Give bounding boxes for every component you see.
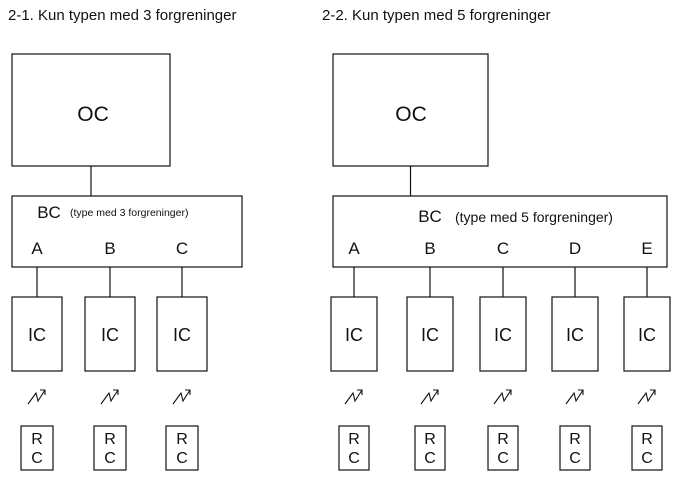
d2-rc-label-bottom-c: C	[497, 450, 509, 467]
d2-ic-label-d: IC	[566, 325, 584, 345]
d1-bc-box	[11, 195, 243, 268]
d2-ic-label-a: IC	[345, 325, 363, 345]
d2-rc-label-top-a: R	[348, 431, 360, 448]
d2-rc-box-e	[631, 425, 663, 471]
d1-ic-box-b	[84, 296, 136, 372]
d1-rc-label-top-b: R	[104, 431, 116, 448]
d2-branch-label-b: B	[424, 239, 435, 258]
d2-ic-box-d	[551, 296, 599, 372]
d1-wireless-signal-icon-a	[27, 389, 46, 405]
d1-ic-label-a: IC	[28, 325, 46, 345]
d1-rc-label-top-a: R	[31, 431, 43, 448]
d1-ic-label-b: IC	[101, 325, 119, 345]
d2-wireless-signal-icon-d	[565, 389, 584, 405]
d2-rc-box-c	[487, 425, 519, 471]
d1-rc-label-top-c: R	[176, 431, 188, 448]
d2-bc-note: (type med 5 forgreninger)	[455, 209, 613, 225]
d2-ic-label-e: IC	[638, 325, 656, 345]
d2-wireless-signal-icon-e	[637, 389, 656, 405]
d1-rc-box-b	[93, 425, 127, 471]
d2-ic-label-b: IC	[421, 325, 439, 345]
d1-branch-label-a: A	[31, 239, 43, 258]
d1-wireless-signal-icon-c	[172, 389, 191, 405]
d1-bc-note: (type med 3 forgreninger)	[70, 207, 188, 219]
d1-ic-label-c: IC	[173, 325, 191, 345]
d2-rc-label-top-b: R	[424, 431, 436, 448]
d2-wireless-signal-icon-a	[344, 389, 363, 405]
d2-rc-label-top-d: R	[569, 431, 581, 448]
d2-oc-box	[332, 53, 489, 167]
d1-rc-label-bottom-a: C	[31, 450, 43, 467]
d1-ic-box-a	[11, 296, 63, 372]
d1-rc-label-bottom-b: C	[104, 450, 116, 467]
d2-rc-box-a	[338, 425, 370, 471]
d2-branch-label-d: D	[569, 239, 581, 258]
d2-rc-label-bottom-e: C	[641, 450, 653, 467]
d2-oc-label: OC	[395, 103, 427, 126]
d2-branch-label-a: A	[348, 239, 360, 258]
diagram-2-title: 2-2. Kun typen med 5 forgreninger	[322, 7, 551, 24]
d1-bc-label: BC	[37, 203, 61, 222]
d2-rc-label-bottom-d: C	[569, 450, 581, 467]
d1-branch-label-c: C	[176, 239, 188, 258]
d1-rc-box-c	[165, 425, 199, 471]
d2-rc-box-d	[559, 425, 591, 471]
d1-oc-label: OC	[77, 103, 109, 126]
d1-ic-box-c	[156, 296, 208, 372]
d1-branch-label-b: B	[104, 239, 115, 258]
d2-rc-box-b	[414, 425, 446, 471]
d2-bc-label: BC	[418, 207, 442, 226]
d1-oc-box	[11, 53, 171, 167]
d2-wireless-signal-icon-b	[420, 389, 439, 405]
d2-wireless-signal-icon-c	[493, 389, 512, 405]
d2-branch-label-c: C	[497, 239, 509, 258]
d2-rc-label-top-c: R	[497, 431, 509, 448]
d2-rc-label-bottom-b: C	[424, 450, 436, 467]
d2-ic-box-a	[330, 296, 378, 372]
d2-ic-label-c: IC	[494, 325, 512, 345]
d2-ic-box-b	[406, 296, 454, 372]
d2-ic-box-e	[623, 296, 671, 372]
d1-wireless-signal-icon-b	[100, 389, 119, 405]
d2-branch-label-e: E	[641, 239, 652, 258]
diagram-1-title: 2-1. Kun typen med 3 forgreninger	[8, 7, 237, 24]
d2-ic-box-c	[479, 296, 527, 372]
d2-rc-label-bottom-a: C	[348, 450, 360, 467]
d1-rc-box-a	[20, 425, 54, 471]
d2-bc-box	[332, 195, 668, 268]
d2-rc-label-top-e: R	[641, 431, 653, 448]
d1-rc-label-bottom-c: C	[176, 450, 188, 467]
